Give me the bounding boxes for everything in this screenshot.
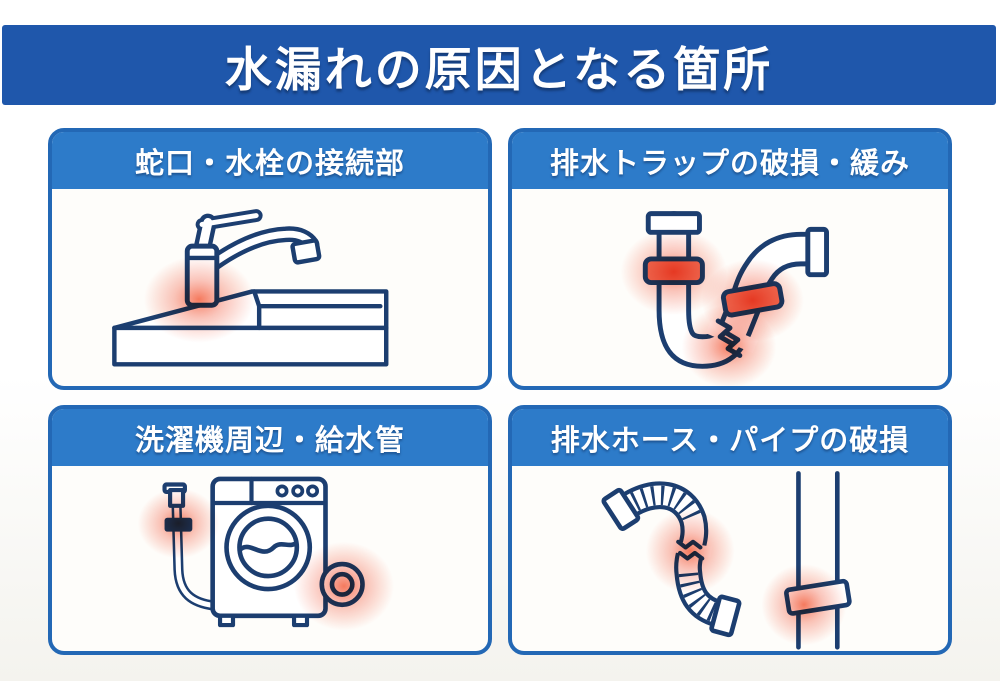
panel-title-bar: 排水トラップの破損・緩み (512, 132, 948, 189)
faucet-sink-illustration (112, 209, 389, 367)
panels-grid: 蛇口・水栓の接続部 (48, 128, 952, 655)
panel-title-bar: 蛇口・水栓の接続部 (52, 132, 488, 189)
leak-glow-upper-nut (620, 228, 728, 316)
panel-washing-machine: 洗濯機周辺・給水管 (48, 405, 492, 655)
corrugation-ribs (621, 485, 703, 524)
corrugated-hose-pipe-illustration (601, 471, 852, 650)
button (291, 484, 305, 498)
panel-body (52, 466, 488, 651)
leak-glow-hose-crack (645, 508, 735, 594)
leak-glow-drain-coil (294, 541, 394, 631)
panel-body (512, 466, 948, 651)
panel-body (52, 189, 488, 386)
trap-right-flange (805, 226, 829, 278)
leak-glow-pipe-band (761, 564, 847, 646)
header-banner: 水漏れの原因となる箇所 (2, 25, 996, 105)
panel-drain-trap: 排水トラップの破損・緩み (508, 128, 952, 390)
panel-title-bar: 排水ホース・パイプの破損 (512, 409, 948, 466)
panel-title: 排水トラップの破損・緩み (549, 147, 910, 180)
washing-machine-illustration (137, 476, 394, 631)
hose-end-cap (601, 487, 641, 532)
hose-end-cap (709, 594, 742, 638)
panel-title: 排水ホース・パイプの破損 (550, 424, 910, 457)
door-inner (237, 516, 300, 579)
corrugation-ribs (678, 572, 722, 624)
machine-foot (217, 613, 236, 628)
panel-title: 蛇口・水栓の接続部 (134, 147, 405, 180)
panel-title: 洗濯機周辺・給水管 (134, 424, 405, 457)
faucet-aerator (290, 238, 322, 265)
panel-faucet-connection: 蛇口・水栓の接続部 (48, 128, 492, 390)
panel-body (512, 189, 948, 386)
leak-glow-crack (681, 305, 777, 386)
p-trap-illustration (620, 211, 829, 386)
button (306, 484, 320, 498)
machine-foot (291, 613, 310, 628)
leak-glow-faucet-base (143, 255, 255, 343)
page-title: 水漏れの原因となる箇所 (224, 42, 774, 96)
button (275, 484, 289, 498)
panel-title-bar: 洗濯機周辺・給水管 (52, 409, 488, 466)
panel-drain-hose-pipe: 排水ホース・パイプの破損 (508, 405, 952, 655)
door-water-wave (241, 539, 295, 554)
leak-glow-supply-coupling (137, 488, 220, 559)
